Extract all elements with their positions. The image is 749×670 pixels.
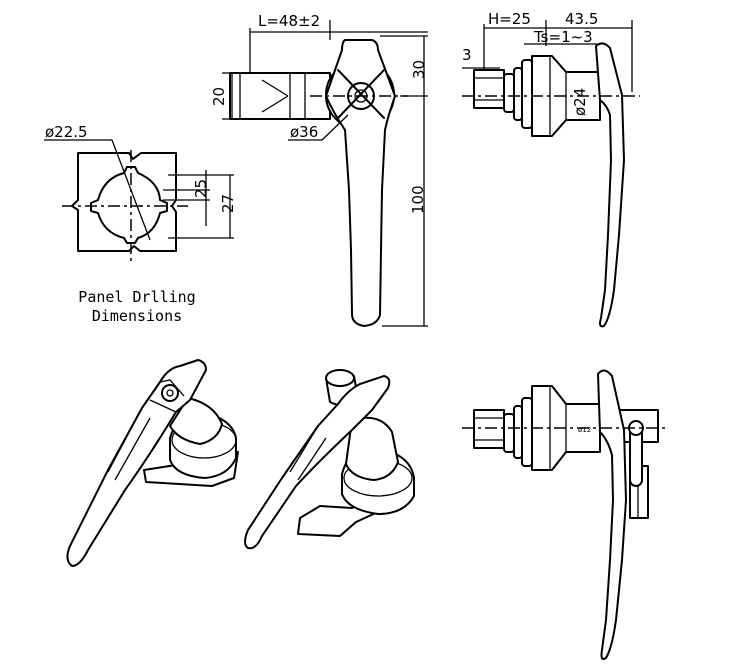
side-h-label: H=25	[488, 10, 531, 28]
front-boss-diameter: ø36	[290, 123, 318, 141]
front-top-height: 30	[410, 60, 428, 79]
isometric-view-1	[66, 359, 239, 567]
front-width-label: L=48±2	[258, 12, 320, 30]
panel-drilling-caption: Panel Drlling Dimensions	[52, 288, 222, 326]
side-view: H=25 43.5 Ts=1~3 3 ø24	[462, 10, 640, 328]
caption-line-1: Panel Drlling	[78, 288, 196, 306]
drilling-dim-inner: 25	[192, 179, 210, 198]
side2-small-label: ø12	[578, 426, 591, 434]
side-three-label: 3	[462, 46, 472, 64]
front-view: L=48±2 20 30 100 ø36	[210, 12, 428, 327]
isometric-view-2	[244, 369, 415, 550]
side-view-2: ø12	[462, 369, 665, 660]
side-total-label: 43.5	[565, 10, 598, 28]
drilling-dim-outer: 27	[219, 194, 237, 213]
caption-line-2: Dimensions	[91, 307, 183, 325]
side-body-diameter: ø24	[571, 88, 589, 116]
front-cyl-height: 20	[210, 87, 228, 106]
side-ts-label: Ts=1~3	[533, 28, 593, 46]
front-length: 100	[409, 185, 427, 214]
panel-drilling-view: ø22.5 25 27	[44, 123, 237, 262]
drilling-diameter-label: ø22.5	[45, 123, 88, 141]
